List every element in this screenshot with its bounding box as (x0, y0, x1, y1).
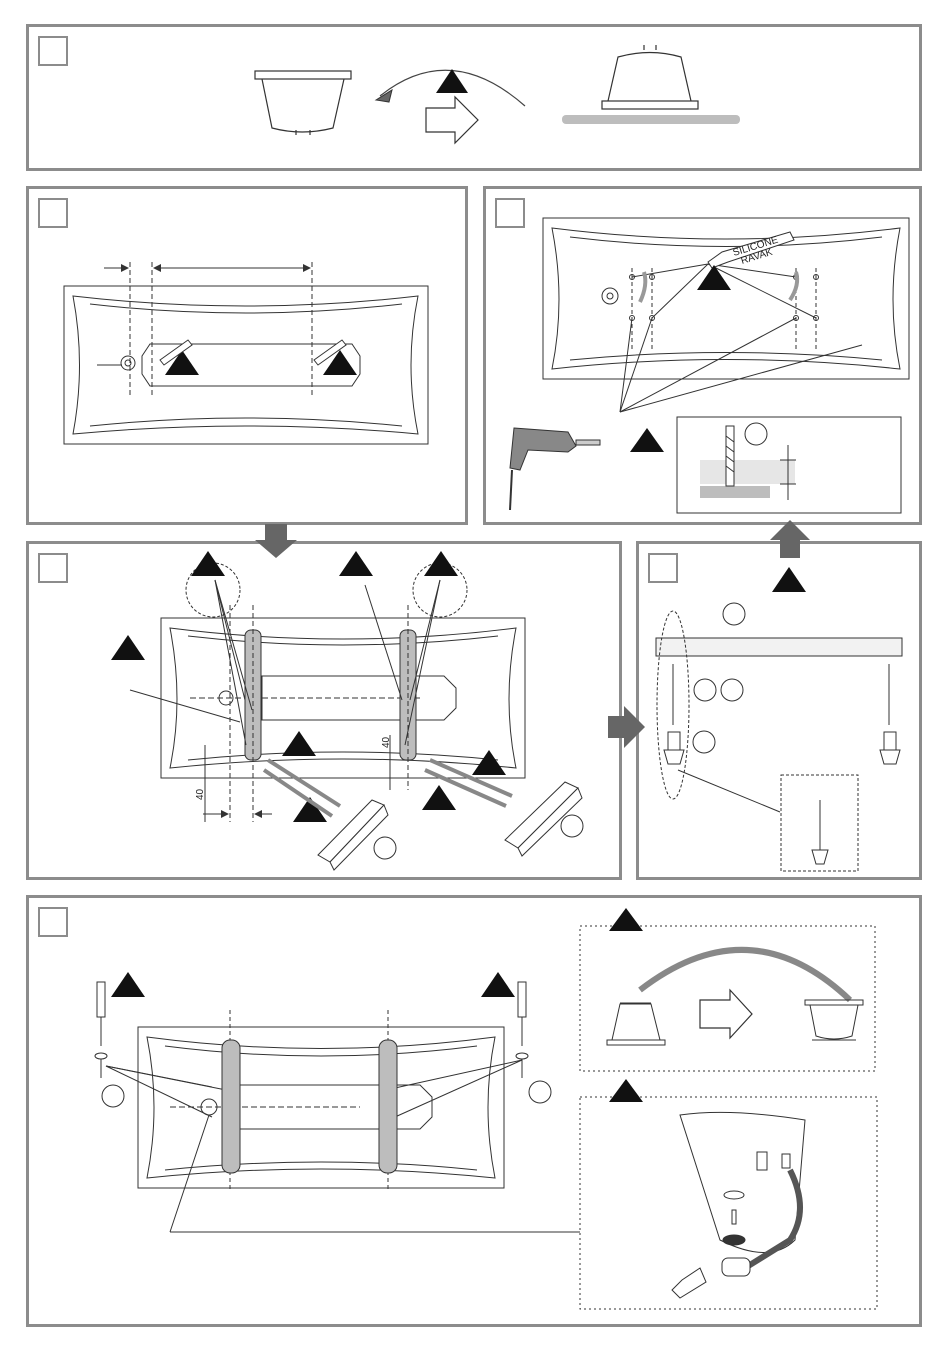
step-number-box-4 (38, 553, 68, 583)
step-number-box-6 (38, 907, 68, 937)
panel-step-1 (26, 24, 922, 171)
step-number-box-1 (38, 36, 68, 66)
panel-step-5 (636, 541, 922, 880)
step-number-box-2 (38, 198, 68, 228)
panel-step-3 (483, 186, 922, 525)
panel-step-2 (26, 186, 468, 525)
step-number-box-3 (495, 198, 525, 228)
panel-step-4 (26, 541, 622, 880)
step-number-box-5 (648, 553, 678, 583)
panel-step-6 (26, 895, 922, 1327)
